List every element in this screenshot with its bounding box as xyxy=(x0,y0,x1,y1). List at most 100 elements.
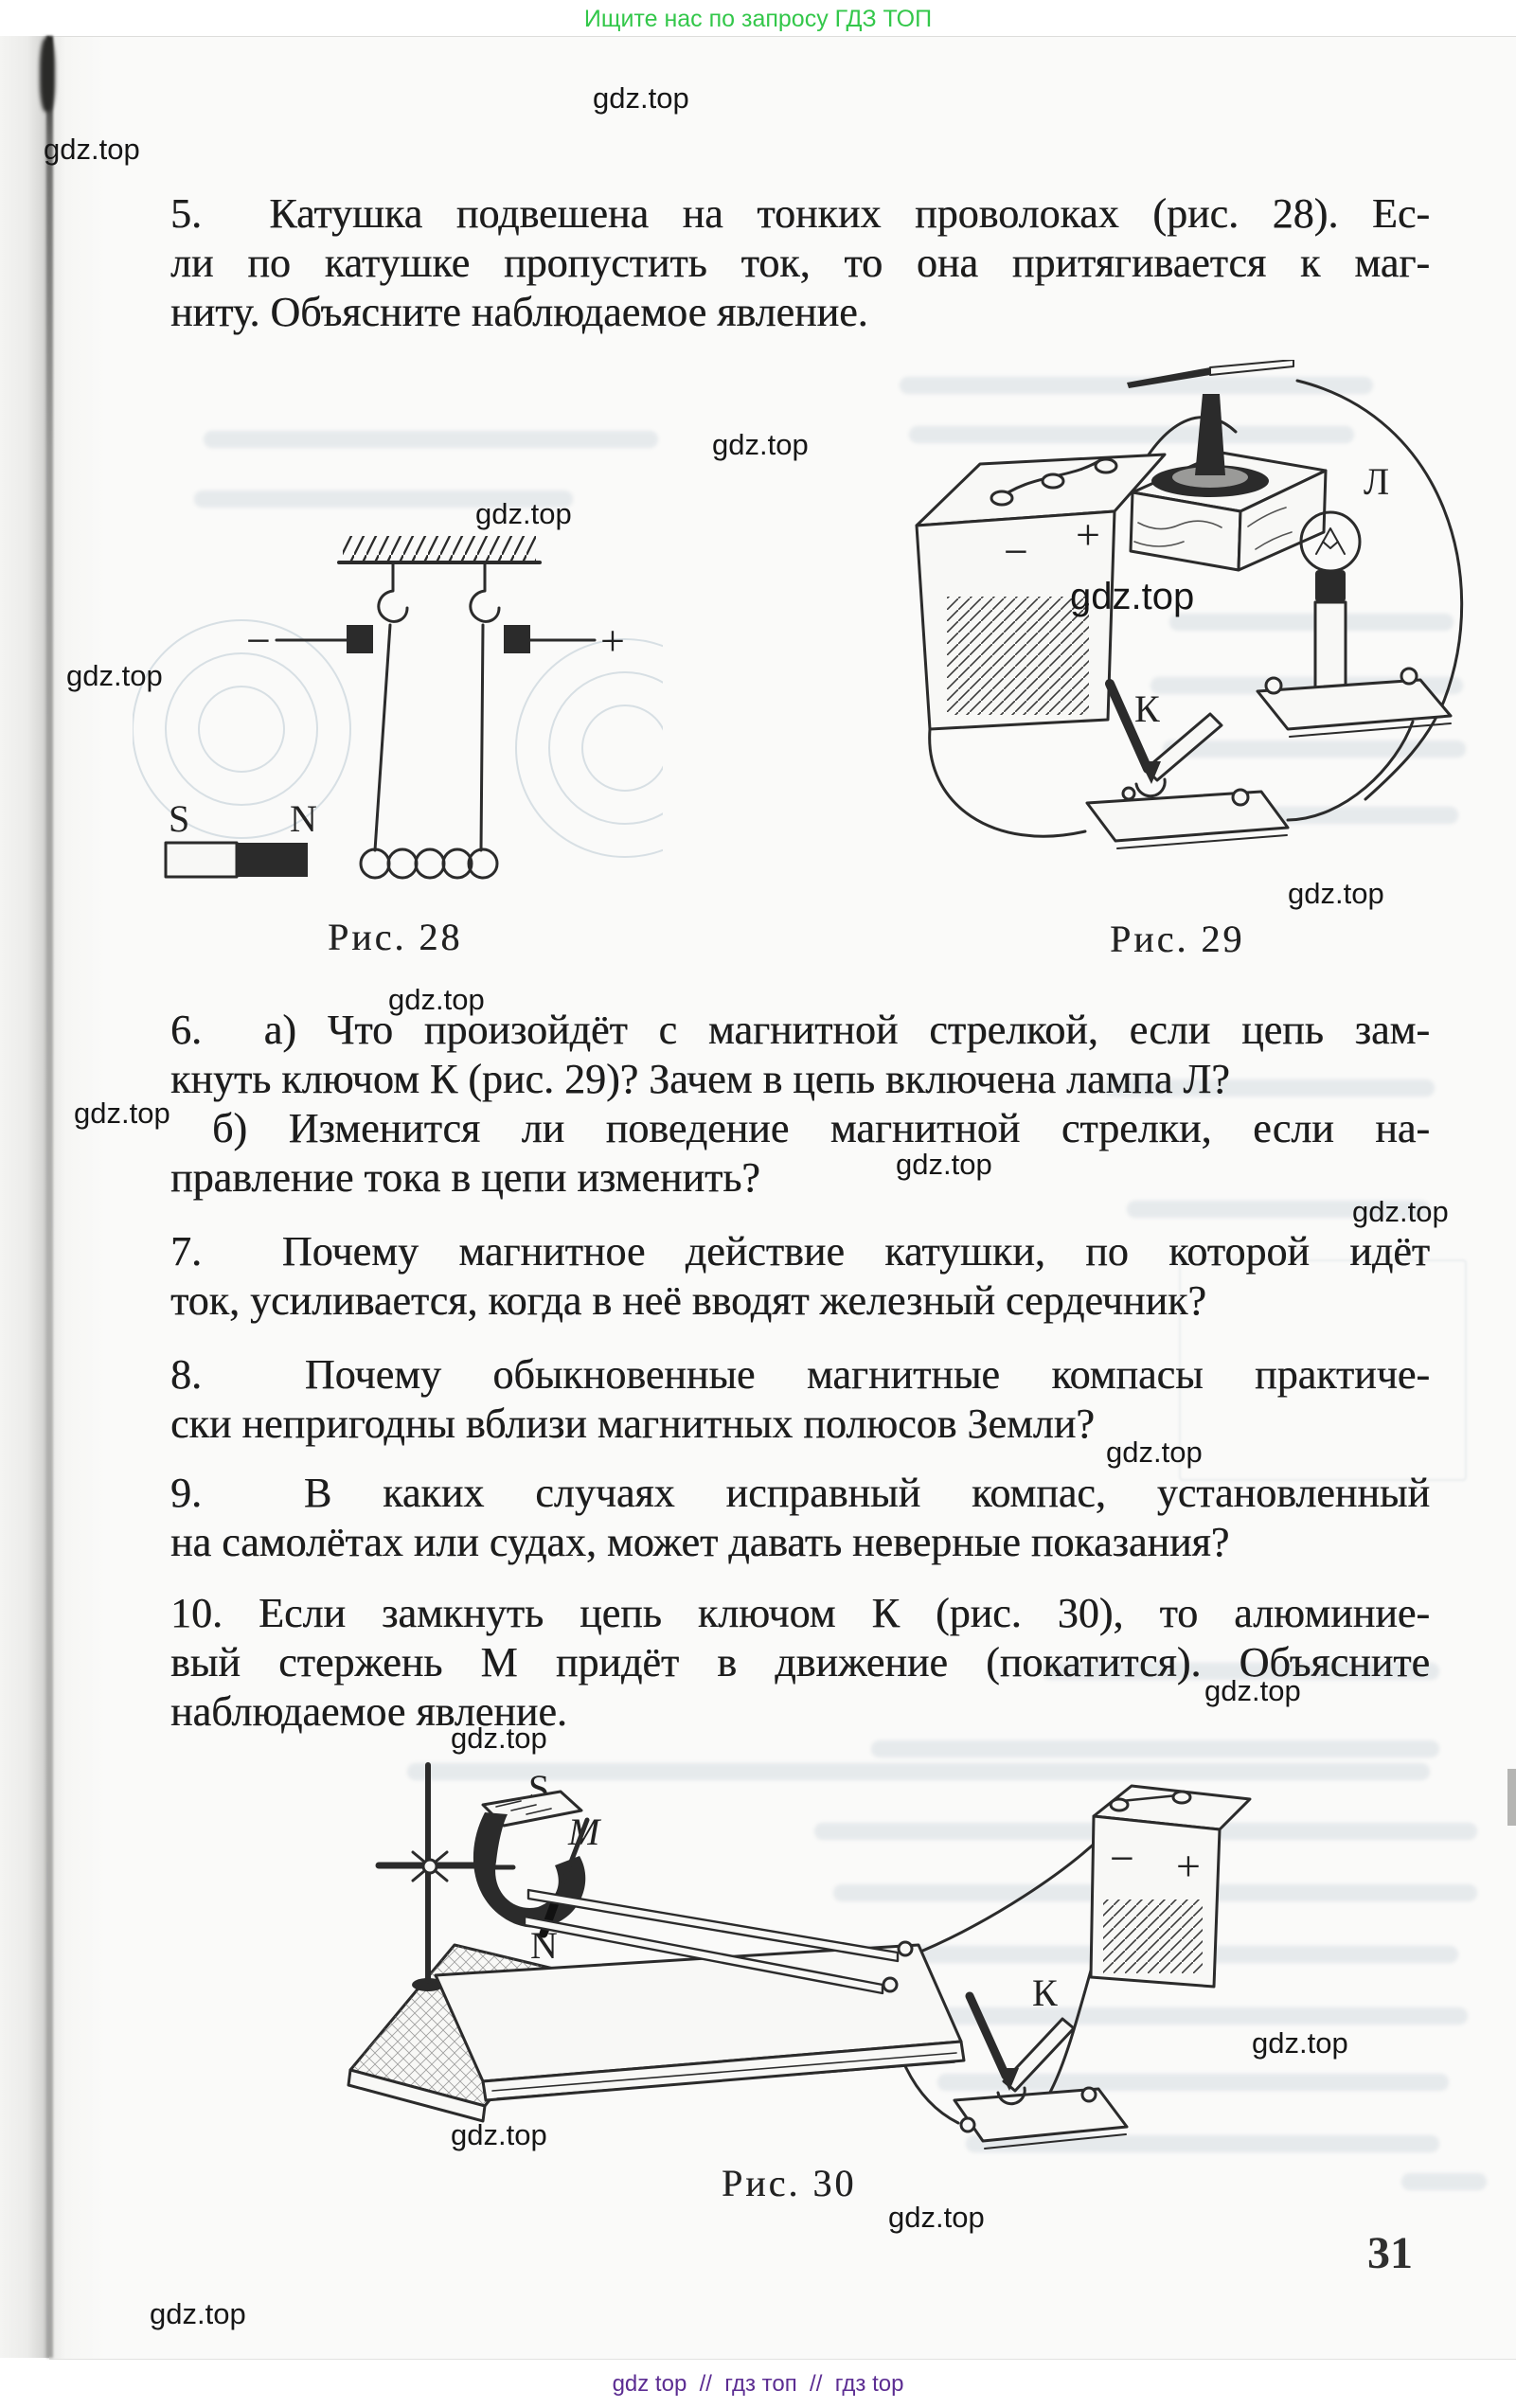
binding-post xyxy=(1231,788,1250,807)
clamp-bolt xyxy=(421,1858,438,1875)
scan-edge-artifact xyxy=(1507,1769,1516,1826)
fig30-key-label: К xyxy=(1032,1971,1058,2014)
bleed-through-line xyxy=(1103,1079,1435,1097)
rail-lower xyxy=(523,1915,884,1995)
bench-edge xyxy=(481,2040,966,2102)
spine-shadow xyxy=(40,38,55,112)
problem-10-line: вый стержень М придёт в движение (покати… xyxy=(170,1639,1430,1686)
fig29-key-label: К xyxy=(1134,687,1160,730)
figure-29-caption: Рис. 29 xyxy=(1110,918,1245,960)
gdz-watermark: gdz.top xyxy=(1288,877,1384,910)
bleed-through-line xyxy=(966,2135,1439,2152)
key-lever xyxy=(1002,2017,1076,2093)
binding-post xyxy=(1264,676,1283,695)
bleed-through-line xyxy=(871,1740,1439,1757)
gdz-watermark: gdz.top xyxy=(1106,1436,1203,1469)
bleed-through-line xyxy=(937,2074,1449,2091)
battery-top-face xyxy=(915,453,1167,527)
magnet-south-half xyxy=(164,841,239,879)
coil-left-side xyxy=(373,623,392,852)
binding-post xyxy=(1080,2086,1097,2103)
wire-battery-to-key xyxy=(928,727,1087,838)
wood-grain xyxy=(1133,507,1293,550)
key-handle-tip xyxy=(998,2068,1019,2091)
problem-10-line: наблюдаемое явление. xyxy=(170,1688,567,1735)
figure-28-caption: Рис. 28 xyxy=(328,916,463,958)
gdz-watermark: gdz.top xyxy=(66,659,163,692)
magnet-north-half xyxy=(237,843,308,877)
stand-foot xyxy=(412,1978,444,1991)
key-base-edge xyxy=(1115,827,1289,849)
battery-terminal xyxy=(1171,1790,1192,1805)
battery-hatch xyxy=(947,597,1089,715)
figure-30-caption: Рис. 30 xyxy=(722,2162,857,2204)
binding-post xyxy=(897,1940,914,1957)
page-number: 31 xyxy=(1367,2228,1413,2278)
promo-header: Ищите нас по запросу ГДЗ ТОП xyxy=(583,6,933,32)
problem-6-line: б) Изменится ли поведение магнитной стре… xyxy=(170,1105,1430,1151)
right-hook-wire xyxy=(469,561,501,623)
bleed-through-line xyxy=(1127,1201,1430,1218)
rail-upper xyxy=(526,1888,900,1963)
adjacent-page-edge xyxy=(0,36,49,2358)
bench-edge-lines xyxy=(491,2052,957,2099)
problem-6: 6. а) Что произойдёт с магнитной стрелко… xyxy=(170,1006,1430,1203)
battery-terminal xyxy=(1109,1797,1130,1812)
battery-terminal xyxy=(1041,473,1065,490)
gdz-watermark: gdz.top xyxy=(44,133,140,166)
gdz-watermark: gdz.top xyxy=(1252,2026,1348,2060)
key-pivot xyxy=(996,2086,1026,2106)
key-handle xyxy=(965,1991,1010,2080)
promo-footer: gdz top // гдз топ // гдз top xyxy=(612,2371,904,2397)
bleed-through-line xyxy=(1169,614,1454,631)
problem-5-line: ниту. Объясните наблюдаемое явление. xyxy=(170,289,868,335)
key-base xyxy=(1085,790,1290,843)
fig28-plus-label: + xyxy=(600,616,625,665)
problem-8-line: ски непригодны вблизи магнитных полюсов … xyxy=(170,1400,1095,1447)
binding-post xyxy=(959,2116,976,2133)
left-terminal-block xyxy=(347,625,373,653)
compass-stand xyxy=(1127,360,1328,572)
bleed-through-line xyxy=(1401,2173,1487,2190)
gdz-watermark: gdz.top xyxy=(1070,576,1195,617)
key-base xyxy=(953,2087,1129,2143)
binding-post xyxy=(1400,667,1418,686)
book-spine-crease xyxy=(46,36,53,2358)
fig30-plus-label: + xyxy=(1176,1842,1201,1890)
cap-stripes xyxy=(495,1800,552,1815)
battery-terminal xyxy=(990,490,1014,507)
problem-7-line: ток, усиливается, когда в неё вводят жел… xyxy=(170,1277,1206,1324)
gdz-watermark: gdz.top xyxy=(388,983,485,1016)
key-handle xyxy=(1105,679,1152,774)
problem-10: 10. Если замкнуть цепь ключом К (рис. 30… xyxy=(170,1589,1430,1737)
problem-5-line: ли по катушке пропустить ток, то она при… xyxy=(170,240,1430,286)
bulb xyxy=(1299,510,1362,573)
bleed-through-line xyxy=(1042,1663,1439,1680)
problem-8-line: 8. Почему обыкновенные магнитные компасы… xyxy=(170,1351,1430,1398)
battery-hatch xyxy=(1103,1900,1203,1973)
wire-outer-loop xyxy=(1295,379,1464,801)
needle-dark-half xyxy=(1127,367,1210,388)
battery-terminal xyxy=(1094,457,1118,474)
coil-loops xyxy=(359,847,499,880)
right-terminal-block xyxy=(504,625,530,653)
gdz-watermark: gdz.top xyxy=(74,1097,170,1130)
problem-6-line: 6. а) Что произойдёт с магнитной стрелко… xyxy=(170,1007,1430,1053)
key-switch: К xyxy=(953,1971,1129,2149)
gdz-watermark: gdz.top xyxy=(896,1148,992,1181)
key-switch: К xyxy=(1085,679,1290,849)
battery: − + xyxy=(915,453,1167,731)
problem-7: 7. Почему магнитное действие катушки, по… xyxy=(170,1227,1430,1326)
binding-post xyxy=(1121,786,1136,801)
problem-9-line: на самолётах или судах, может давать нев… xyxy=(170,1519,1230,1565)
wire-key-to-lamp xyxy=(1286,720,1415,822)
binding-post xyxy=(882,1976,899,1993)
lamp-column xyxy=(1313,600,1347,693)
problem-10-line: 10. Если замкнуть цепь ключом К (рис. 30… xyxy=(170,1590,1430,1636)
lamp-base-edge xyxy=(1287,715,1452,738)
bleed-through-line xyxy=(1163,740,1466,758)
fig29-minus-label: − xyxy=(1004,527,1028,576)
gdz-watermark: gdz.top xyxy=(1352,1195,1449,1228)
gdz-watermark: gdz.top xyxy=(451,1721,547,1755)
